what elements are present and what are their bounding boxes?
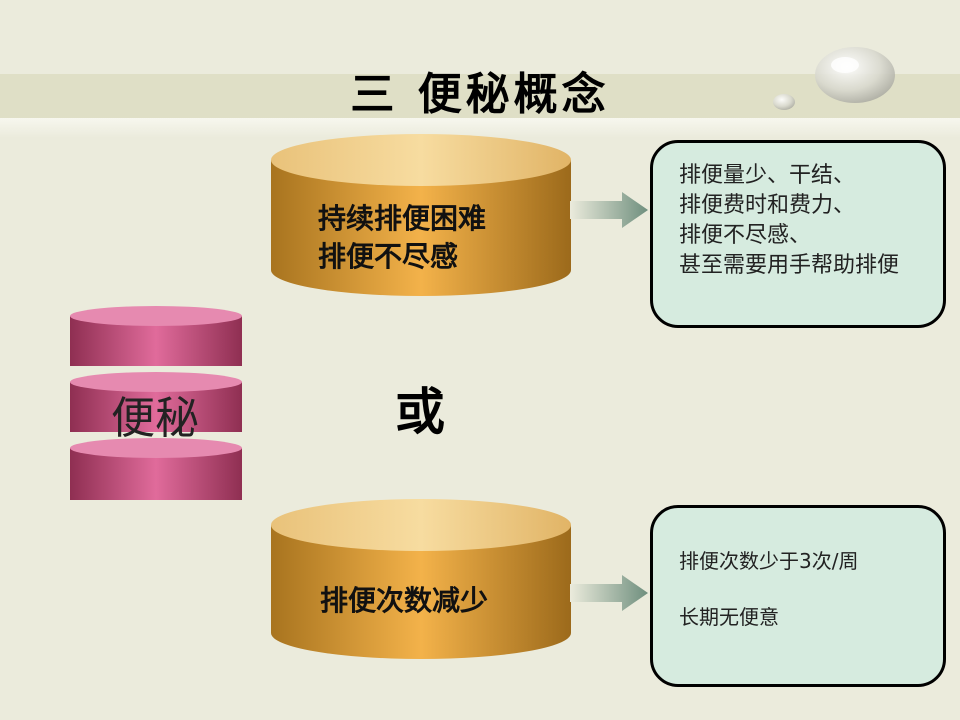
water-drop-decoration bbox=[773, 47, 895, 110]
top-gold-cylinder bbox=[271, 134, 571, 296]
constipation-cylinder-stack bbox=[70, 306, 242, 500]
or-text: 或 bbox=[395, 383, 445, 441]
top-box-line-4: 甚至需要用手帮助排便 bbox=[679, 253, 900, 278]
top-description-box: 排便量少、干结、 排便费时和费力、 排便不尽感、 甚至需要用手帮助排便 bbox=[650, 140, 946, 328]
bottom-box-line-1: 排便次数少于3次/周 bbox=[679, 549, 859, 573]
pink-cylinder-segment-middle bbox=[70, 372, 242, 432]
bottom-description-box: 排便次数少于3次/周 长期无便意 bbox=[650, 505, 946, 687]
bottom-cylinder-line-1: 排便次数减少 bbox=[320, 584, 489, 617]
top-cylinder-line-2: 排便不尽感 bbox=[318, 240, 459, 273]
header-band bbox=[0, 0, 960, 74]
arrow-right-icon bbox=[570, 575, 648, 611]
pink-cylinder-segment-bottom bbox=[70, 438, 242, 500]
bottom-box-line-2: 长期无便意 bbox=[679, 605, 779, 629]
top-cylinder-text: 持续排便困难 排便不尽感 bbox=[318, 200, 486, 276]
arrow-right-icon bbox=[570, 192, 648, 228]
top-box-line-2: 排便费时和费力、 bbox=[679, 193, 856, 218]
page-title: 三 便秘概念 bbox=[350, 69, 610, 120]
header-highlight-line bbox=[0, 118, 960, 138]
constipation-label: 便秘 bbox=[111, 393, 199, 444]
pink-cylinder-segment-top bbox=[70, 306, 242, 366]
header-stripe bbox=[0, 74, 960, 118]
bottom-gold-cylinder bbox=[271, 499, 571, 659]
top-box-line-3: 排便不尽感、 bbox=[679, 223, 812, 248]
top-cylinder-line-1: 持续排便困难 bbox=[318, 202, 487, 235]
top-box-line-1: 排便量少、干结、 bbox=[679, 163, 856, 188]
bottom-cylinder-text: 排便次数减少 bbox=[320, 582, 488, 620]
